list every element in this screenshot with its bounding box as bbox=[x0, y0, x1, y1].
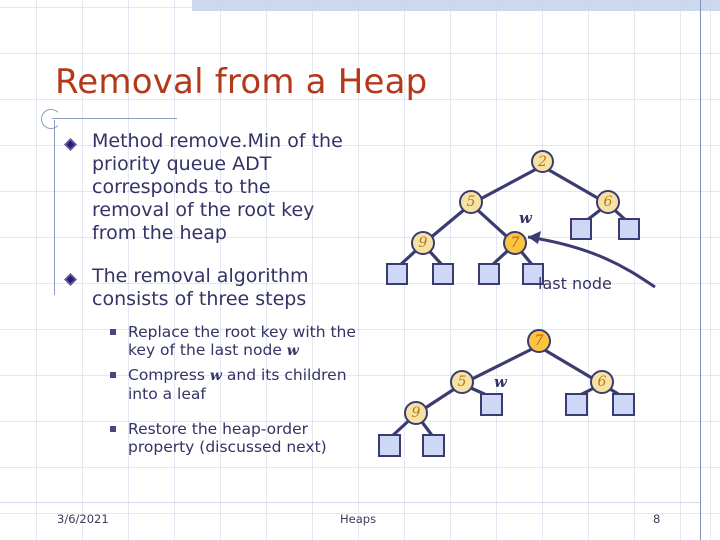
footer-date: 3/6/2021 bbox=[57, 512, 109, 526]
right-vertical-rule bbox=[700, 0, 701, 540]
heap-node: 5 bbox=[450, 370, 474, 394]
sub-bullet-text: Compress w and its children into a leaf bbox=[128, 366, 347, 403]
top-decorative-bar bbox=[192, 0, 720, 11]
heap-diagram-before-removal: 2 5 6 9 7 w last node bbox=[370, 132, 660, 302]
left-vertical-rule bbox=[54, 120, 55, 295]
bullet-item: The removal algorithm consists of three … bbox=[64, 265, 349, 311]
heap-node: 6 bbox=[590, 370, 614, 394]
square-bullet-icon bbox=[110, 329, 116, 335]
title-arc-decoration bbox=[41, 109, 61, 129]
heap-diagram-after-replacement: 7 5 6 9 w bbox=[360, 308, 660, 473]
variable-w: w bbox=[286, 343, 299, 359]
heap-node: 2 bbox=[531, 150, 554, 173]
heap-edges bbox=[388, 344, 624, 440]
bullet-text: Method remove.Min of the priority queue … bbox=[92, 130, 343, 244]
last-node-label: last node bbox=[538, 274, 612, 293]
w-label: w bbox=[494, 373, 507, 391]
heap-node: 6 bbox=[596, 190, 620, 214]
sub-bullet-item: Restore the heap-order property (discuss… bbox=[110, 420, 360, 456]
heap-node-root: 7 bbox=[527, 329, 551, 353]
diamond-bullet-icon bbox=[64, 134, 77, 151]
heap-leaf bbox=[422, 434, 445, 457]
page-title: Removal from a Heap bbox=[55, 62, 428, 102]
sub-bullet-text: Restore the heap-order property (discuss… bbox=[128, 420, 327, 456]
heap-edges bbox=[396, 164, 656, 289]
heap-leaf bbox=[478, 263, 500, 285]
bullet-text: The removal algorithm consists of three … bbox=[92, 265, 309, 310]
sub-bullet-item: Replace the root key with the key of the… bbox=[110, 323, 360, 360]
bullet-item: Method remove.Min of the priority queue … bbox=[64, 130, 349, 245]
footer-page-number: 8 bbox=[653, 512, 661, 526]
heap-node: 5 bbox=[459, 190, 483, 214]
footer-title: Heaps bbox=[340, 512, 377, 526]
sub-bullet-item: Compress w and its children into a leaf bbox=[110, 366, 360, 403]
sub-bullet-text: Replace the root key with the key of the… bbox=[128, 323, 356, 359]
heap-node: 9 bbox=[411, 231, 435, 255]
heap-leaf bbox=[522, 263, 544, 285]
heap-leaf bbox=[432, 263, 454, 285]
heap-leaf bbox=[612, 393, 635, 416]
heap-leaf bbox=[378, 434, 401, 457]
heap-leaf bbox=[570, 218, 592, 240]
heap-leaf bbox=[565, 393, 588, 416]
square-bullet-icon bbox=[110, 372, 116, 378]
title-underline-rule bbox=[52, 118, 177, 119]
heap-node: 9 bbox=[404, 401, 428, 425]
heap-leaf bbox=[618, 218, 640, 240]
heap-node-last: 7 bbox=[503, 231, 527, 255]
square-bullet-icon bbox=[110, 426, 116, 432]
footer-rule bbox=[0, 502, 700, 503]
diamond-bullet-icon bbox=[64, 269, 77, 286]
w-label: w bbox=[519, 209, 532, 227]
variable-w: w bbox=[209, 368, 222, 384]
heap-leaf bbox=[386, 263, 408, 285]
heap-leaf-w bbox=[480, 393, 503, 416]
